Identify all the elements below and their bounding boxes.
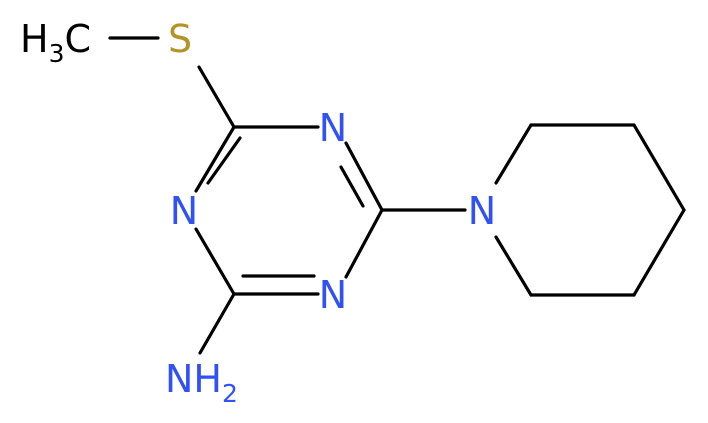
- bond-ntop-c3: [344, 141, 384, 212]
- bond-nleft-c1: [194, 125, 236, 193]
- methyl-subscript: 3: [49, 39, 65, 68]
- bond-s-c1: [197, 65, 236, 129]
- triazine-n-left: N: [170, 189, 198, 233]
- bonds: [108, 36, 686, 355]
- triazine-n-top: N: [319, 106, 347, 150]
- methyl-label: H3C: [20, 17, 91, 68]
- bond-c4-nh2: [198, 292, 236, 355]
- amine-nh: NH: [165, 357, 222, 401]
- methyl-h: H: [20, 17, 49, 61]
- bond-pip-3: [632, 123, 686, 212]
- bond-c3-nbottom: [344, 208, 384, 279]
- atom-labels: H3C S N N N N NH2: [20, 17, 496, 408]
- triazine-n-bottom: N: [319, 273, 347, 317]
- amine-label: NH2: [165, 357, 238, 408]
- bond-c4-nleft: [194, 227, 236, 296]
- bond-nleft-c1-inner: [206, 136, 242, 185]
- bond-pip-6: [494, 235, 533, 297]
- amine-subscript: 2: [222, 379, 238, 408]
- piperidine-n: N: [468, 189, 496, 233]
- methyl-c: C: [64, 17, 91, 61]
- bond-pip-1: [494, 123, 533, 185]
- sulfur-label: S: [168, 17, 192, 61]
- bond-pip-4: [632, 208, 686, 297]
- bond-ntop-c3-inner: [339, 165, 365, 208]
